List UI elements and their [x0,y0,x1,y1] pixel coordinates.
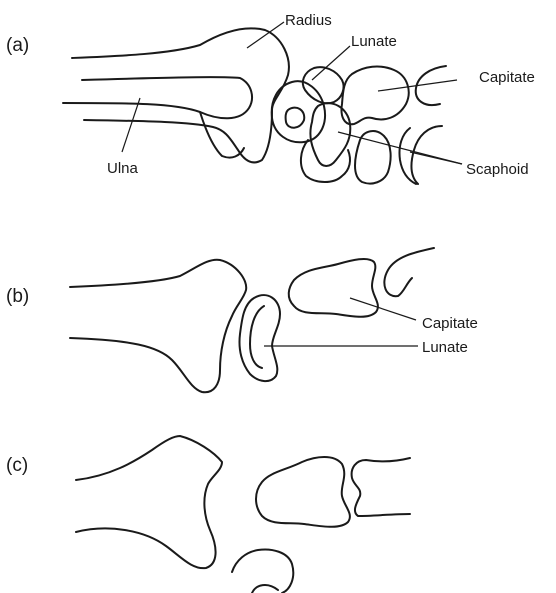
hamate-bone-a [355,131,391,183]
panel-a-letter: (a) [6,35,29,56]
lunate-bone-c [232,550,293,593]
lunate-inner-c [252,585,278,593]
panel-c: (c) [6,436,410,593]
lunate-inner-b [250,306,264,368]
leader-lunate-a [312,46,350,80]
label-radius-a: Radius [285,12,332,29]
panel-b: (b) Capitate Lunate [6,248,478,392]
leader-radius-a [247,22,284,48]
scaphoid-distal-a [301,140,350,182]
metacarpal-c-1 [352,458,410,516]
panel-b-letter: (b) [6,286,29,307]
label-lunate-b: Lunate [422,339,468,356]
panel-c-letter: (c) [6,455,28,476]
ulna-bone-a [63,77,252,118]
label-scaphoid-a: Scaphoid [466,161,529,178]
capitate-bone-b [289,259,378,317]
radius-bone-b [70,260,246,393]
scaphoid-bone-a [310,103,350,166]
radius-bone-c [76,436,222,568]
capitate-bone-c [256,457,350,527]
label-lunate-a: Lunate [351,33,397,50]
label-ulna-a: Ulna [107,160,139,177]
panel-a: (a) Radius Lunate Capitate Ulna [6,12,535,184]
metacarpal-b [384,248,434,296]
label-capitate-a: Capitate [479,69,535,86]
radius-bone-a [72,28,289,162]
leader-scaphoid-a-2 [410,152,462,164]
leader-ulna-a [122,98,140,152]
lunate-inner-a [286,108,305,128]
lunate-bone-a [272,81,325,142]
capitate-bone-a [342,67,409,125]
label-capitate-b: Capitate [422,315,478,332]
